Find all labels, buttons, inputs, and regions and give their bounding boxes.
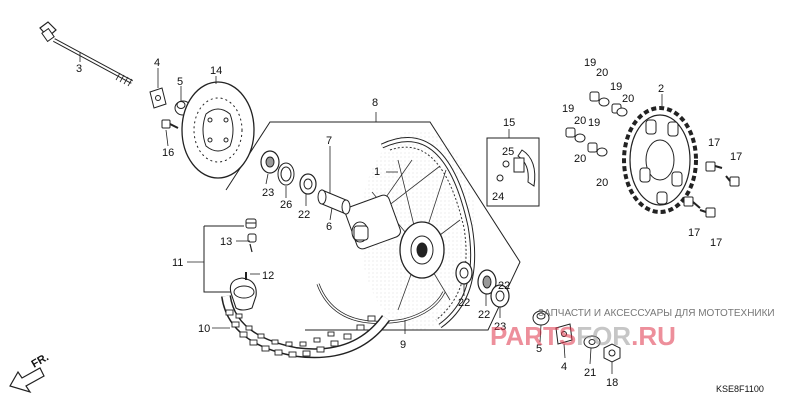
label-part-20a: 20	[596, 67, 608, 79]
label-part-16: 16	[162, 147, 174, 159]
disc-bolt	[161, 119, 179, 129]
label-part-23a: 23	[262, 187, 274, 199]
label-part-20c: 20	[574, 115, 586, 127]
hub-spoke-assembly-marker	[353, 225, 369, 241]
label-part-23b: 23	[494, 321, 506, 333]
label-part-17c: 17	[688, 227, 700, 239]
assembly-frame-8	[225, 121, 521, 331]
right-bearing-2	[477, 269, 497, 295]
label-part-21: 21	[584, 367, 596, 379]
label-part-10: 10	[198, 323, 210, 335]
front-direction-arrow: FR.	[9, 351, 51, 394]
axle-nut	[603, 343, 621, 363]
rear-wheel	[345, 130, 476, 330]
assembly-frame-11	[203, 225, 244, 293]
label-part-8: 8	[372, 97, 378, 109]
left-dust-seal	[299, 173, 317, 195]
right-dust-seal	[490, 284, 510, 308]
rim-band	[316, 283, 446, 324]
label-part-25: 25	[502, 146, 514, 158]
diagram-code: KSE8F1100	[716, 384, 764, 394]
label-part-17d: 17	[710, 237, 722, 249]
label-part-20d: 20	[574, 153, 586, 165]
valve-cap	[245, 218, 257, 253]
label-part-12: 12	[262, 270, 274, 282]
label-part-14: 14	[210, 65, 222, 77]
label-part-5a: 5	[177, 76, 183, 88]
watermark-brand-mid: FOR	[576, 321, 631, 351]
label-part-2: 2	[658, 83, 664, 95]
watermark-brand-left: PARTS	[490, 321, 576, 351]
label-part-19a: 19	[584, 57, 596, 69]
label-part-19c: 19	[562, 103, 574, 115]
inner-tube	[229, 272, 257, 311]
label-part-3: 3	[76, 63, 82, 75]
part-number-labels: 1 2 3 4 4 5 5 6 7 8 9 10 11 12 13 14 15 …	[76, 57, 742, 389]
sprocket-bolts	[683, 161, 740, 218]
label-part-1: 1	[374, 166, 380, 178]
label-part-18: 18	[606, 377, 618, 389]
collar-nut-right	[532, 310, 550, 326]
label-part-13: 13	[220, 236, 232, 248]
watermark: ЗАПЧАСТИ И АКСЕССУАРЫ ДЛЯ МОТОТЕХНИКИ PA…	[490, 308, 775, 351]
label-part-24: 24	[492, 191, 504, 203]
label-part-22a: 22	[298, 209, 310, 221]
washer	[583, 335, 601, 349]
leader-lines	[79, 52, 663, 374]
left-bearing	[260, 150, 280, 174]
label-part-26: 26	[280, 199, 292, 211]
assembly-frame-15	[486, 137, 540, 207]
front-marker-label: FR.	[30, 351, 51, 370]
watermark-tagline: ЗАПЧАСТИ И АКСЕССУАРЫ ДЛЯ МОТОТЕХНИКИ	[538, 308, 775, 319]
label-part-4a: 4	[154, 57, 160, 69]
chain-adjuster-plate	[149, 87, 167, 109]
label-part-5b: 5	[536, 343, 542, 355]
label-part-9: 9	[400, 339, 406, 351]
label-part-7: 7	[326, 135, 332, 147]
label-part-17b: 17	[730, 151, 742, 163]
driven-sprocket	[622, 106, 698, 214]
label-part-22d: 22	[498, 280, 510, 292]
label-part-19d: 19	[588, 117, 600, 129]
label-part-4b: 4	[561, 361, 567, 373]
label-part-20e: 20	[596, 177, 608, 189]
label-part-22b: 22	[458, 297, 470, 309]
label-part-17a: 17	[708, 137, 720, 149]
brake-disc	[181, 81, 255, 179]
sprocket-hub-parts	[496, 149, 536, 187]
rear-tire	[221, 295, 391, 359]
label-part-15: 15	[503, 117, 515, 129]
watermark-brand: PARTSFOR.RU	[490, 321, 676, 351]
label-part-19b: 19	[610, 81, 622, 93]
distance-collar	[317, 189, 351, 215]
left-seal-circlip	[277, 162, 295, 186]
label-part-22c: 22	[478, 309, 490, 321]
watermark-brand-right: .RU	[631, 321, 676, 351]
chain-adjuster-plate-right	[555, 323, 573, 345]
right-bearing-1	[455, 261, 473, 285]
label-part-11: 11	[172, 257, 183, 269]
label-part-6: 6	[326, 221, 332, 233]
axle	[39, 21, 133, 87]
label-part-20b: 20	[622, 93, 634, 105]
sprocket-nuts	[565, 91, 628, 157]
